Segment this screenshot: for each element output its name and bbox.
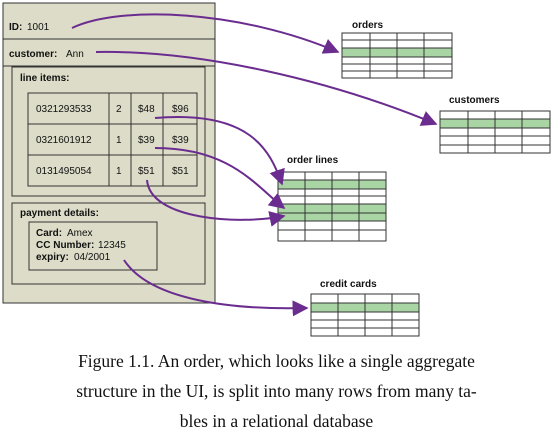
line-items-label: line items: bbox=[20, 73, 69, 84]
order-form: ID: 1001 customer: Ann line items: 03212… bbox=[2, 2, 216, 304]
customer-value: Ann bbox=[66, 49, 84, 60]
orders-title: orders bbox=[352, 20, 384, 31]
line-item-qty: 1 bbox=[116, 135, 122, 146]
line-item-isbn: 0321293533 bbox=[36, 104, 92, 115]
orders-table: orders bbox=[341, 20, 453, 79]
cc-label: CC Number: bbox=[36, 240, 94, 251]
card-box bbox=[28, 221, 158, 271]
line-item-row: 0321293533 2 $48 $96 bbox=[36, 104, 189, 115]
arrow-card-to-credit-cards bbox=[123, 259, 309, 317]
line-item-qty: 1 bbox=[116, 166, 122, 177]
id-label: ID: bbox=[9, 22, 22, 33]
figure-caption: Figure 1.1. An order, which looks like a… bbox=[0, 346, 553, 436]
line-item-qty: 2 bbox=[116, 104, 122, 115]
card-value: Amex bbox=[67, 228, 93, 239]
order-lines-title: order lines bbox=[287, 155, 339, 166]
arrow-line2-to-order-lines bbox=[154, 147, 286, 209]
arrow-id-to-orders bbox=[71, 13, 340, 54]
expiry-value: 04/2001 bbox=[74, 252, 111, 263]
customers-table: customers bbox=[439, 95, 551, 154]
line-item-total: $51 bbox=[172, 166, 189, 177]
line-item-isbn: 0321601912 bbox=[36, 135, 92, 146]
caption-line-3: bles in a relational database bbox=[179, 411, 374, 431]
line-items-table bbox=[27, 92, 198, 187]
line-item-row: 0321601912 1 $39 $39 bbox=[36, 135, 189, 146]
order-lines-table: order lines bbox=[277, 155, 387, 242]
line-item-price: $48 bbox=[138, 104, 155, 115]
caption-line-2: structure in the UI, is split into many … bbox=[76, 381, 477, 401]
line-item-total: $96 bbox=[172, 104, 189, 115]
id-value: 1001 bbox=[27, 22, 50, 33]
line-item-price: $51 bbox=[138, 166, 155, 177]
line-item-isbn: 0131495054 bbox=[36, 166, 92, 177]
arrow-line3-to-order-lines bbox=[146, 179, 286, 227]
card-label: Card: bbox=[36, 228, 62, 239]
cc-value: 12345 bbox=[98, 240, 126, 251]
credit-cards-table: credit cards bbox=[310, 279, 420, 337]
order-diagram: ID: 1001 customer: Ann line items: 03212… bbox=[2, 2, 551, 337]
expiry-label: expiry: bbox=[36, 252, 69, 263]
customers-title: customers bbox=[449, 95, 500, 106]
line-item-price: $39 bbox=[138, 135, 155, 146]
customer-label: customer: bbox=[9, 49, 57, 60]
credit-cards-title: credit cards bbox=[320, 279, 377, 290]
line-item-row: 0131495054 1 $51 $51 bbox=[36, 166, 189, 177]
arrow-customer-to-customers bbox=[95, 50, 438, 126]
line-item-total: $39 bbox=[172, 135, 189, 146]
arrow-line1-to-order-lines bbox=[154, 116, 285, 186]
caption-line-1: Figure 1.1. An order, which looks like a… bbox=[78, 351, 475, 371]
payment-label: payment details: bbox=[20, 208, 99, 219]
